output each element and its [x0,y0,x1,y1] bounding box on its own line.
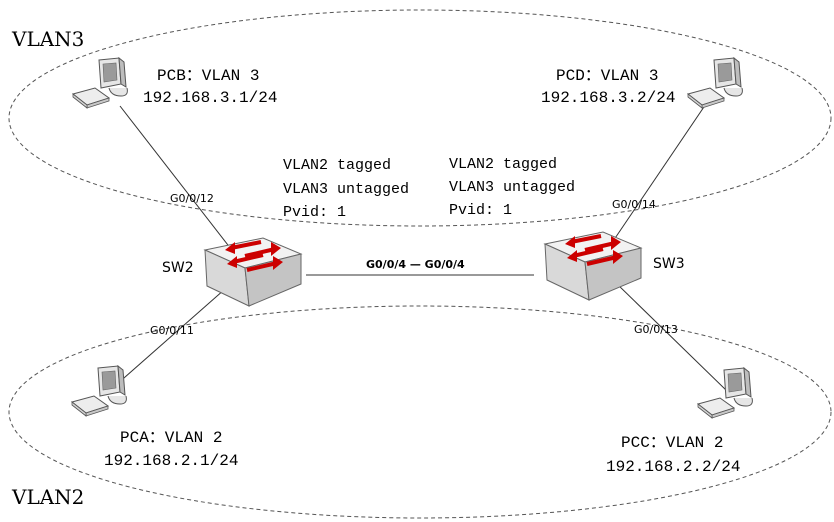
vlan2-zone-ellipse [8,305,832,519]
sw2-trunk-config-line2: VLAN3 untagged [283,181,409,198]
pca-name-vlan: PCA：VLAN 2 [120,429,222,447]
sw2-trunk-config-line1: VLAN2 tagged [283,157,391,174]
pcb-computer-icon [72,57,128,109]
port-label-sw3-pcd: G0/0/14 [612,198,656,211]
pcd-ip: 192.168.3.2/24 [541,89,675,107]
vlan3-zone-ellipse [8,9,832,227]
pcd-name-vlan: PCD：VLAN 3 [556,67,658,85]
sw3-switch-icon [543,230,643,302]
pcb-name-vlan: PCB：VLAN 3 [157,67,259,85]
sw2-label: SW2 [162,260,194,276]
port-label-sw2-pcb: G0/0/12 [170,192,214,205]
pca-ip: 192.168.2.1/24 [104,452,238,470]
link-pcc-sw3 [615,282,729,393]
pcc-computer-icon [697,367,753,419]
sw3-trunk-config-line3: Pvid: 1 [449,202,512,219]
link-pcd-sw3 [604,97,711,254]
pca-computer-icon [71,365,127,417]
pcd-computer-icon [687,57,743,109]
port-label-sw2-pca: G0/0/11 [150,324,194,337]
sw2-switch-icon [203,236,303,308]
sw2-trunk-config-line3: Pvid: 1 [283,204,346,221]
sw3-label: SW3 [653,256,685,272]
pcb-ip: 192.168.3.1/24 [143,89,277,107]
pcc-ip: 192.168.2.2/24 [606,458,740,476]
port-label-sw3-pcc: G0/0/13 [634,323,678,336]
sw3-trunk-config-line2: VLAN3 untagged [449,179,575,196]
sw3-trunk-config-line1: VLAN2 tagged [449,156,557,173]
link-pca-sw2 [107,281,234,393]
port-label-trunk: G0/0/4 — G0/0/4 [366,258,465,271]
vlan3-zone-label: VLAN3 [11,27,84,51]
link-pcb-sw2 [119,105,239,259]
pcc-name-vlan: PCC：VLAN 2 [621,434,723,452]
vlan2-zone-label: VLAN2 [11,485,84,509]
